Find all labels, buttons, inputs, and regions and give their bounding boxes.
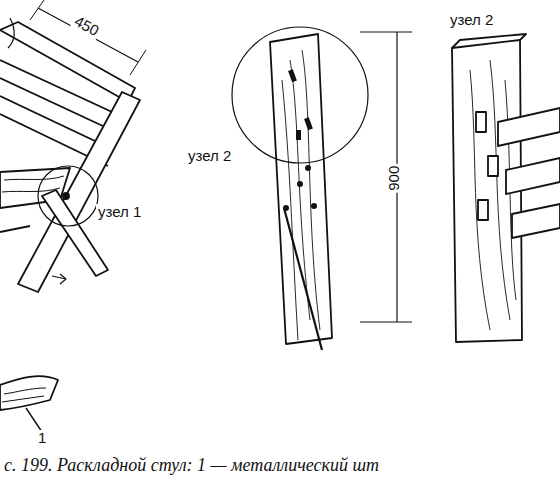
callout-number: 1 (36, 430, 48, 447)
dimension-label: 900 (386, 164, 403, 193)
dimension-label: 450 (70, 12, 103, 40)
node-label: узел 2 (186, 148, 233, 165)
figure-caption: с. 199. Раскладной стул: 1 — металлическ… (4, 455, 556, 476)
node-label: узел 2 (448, 12, 495, 29)
node-label: узел 1 (96, 204, 143, 221)
